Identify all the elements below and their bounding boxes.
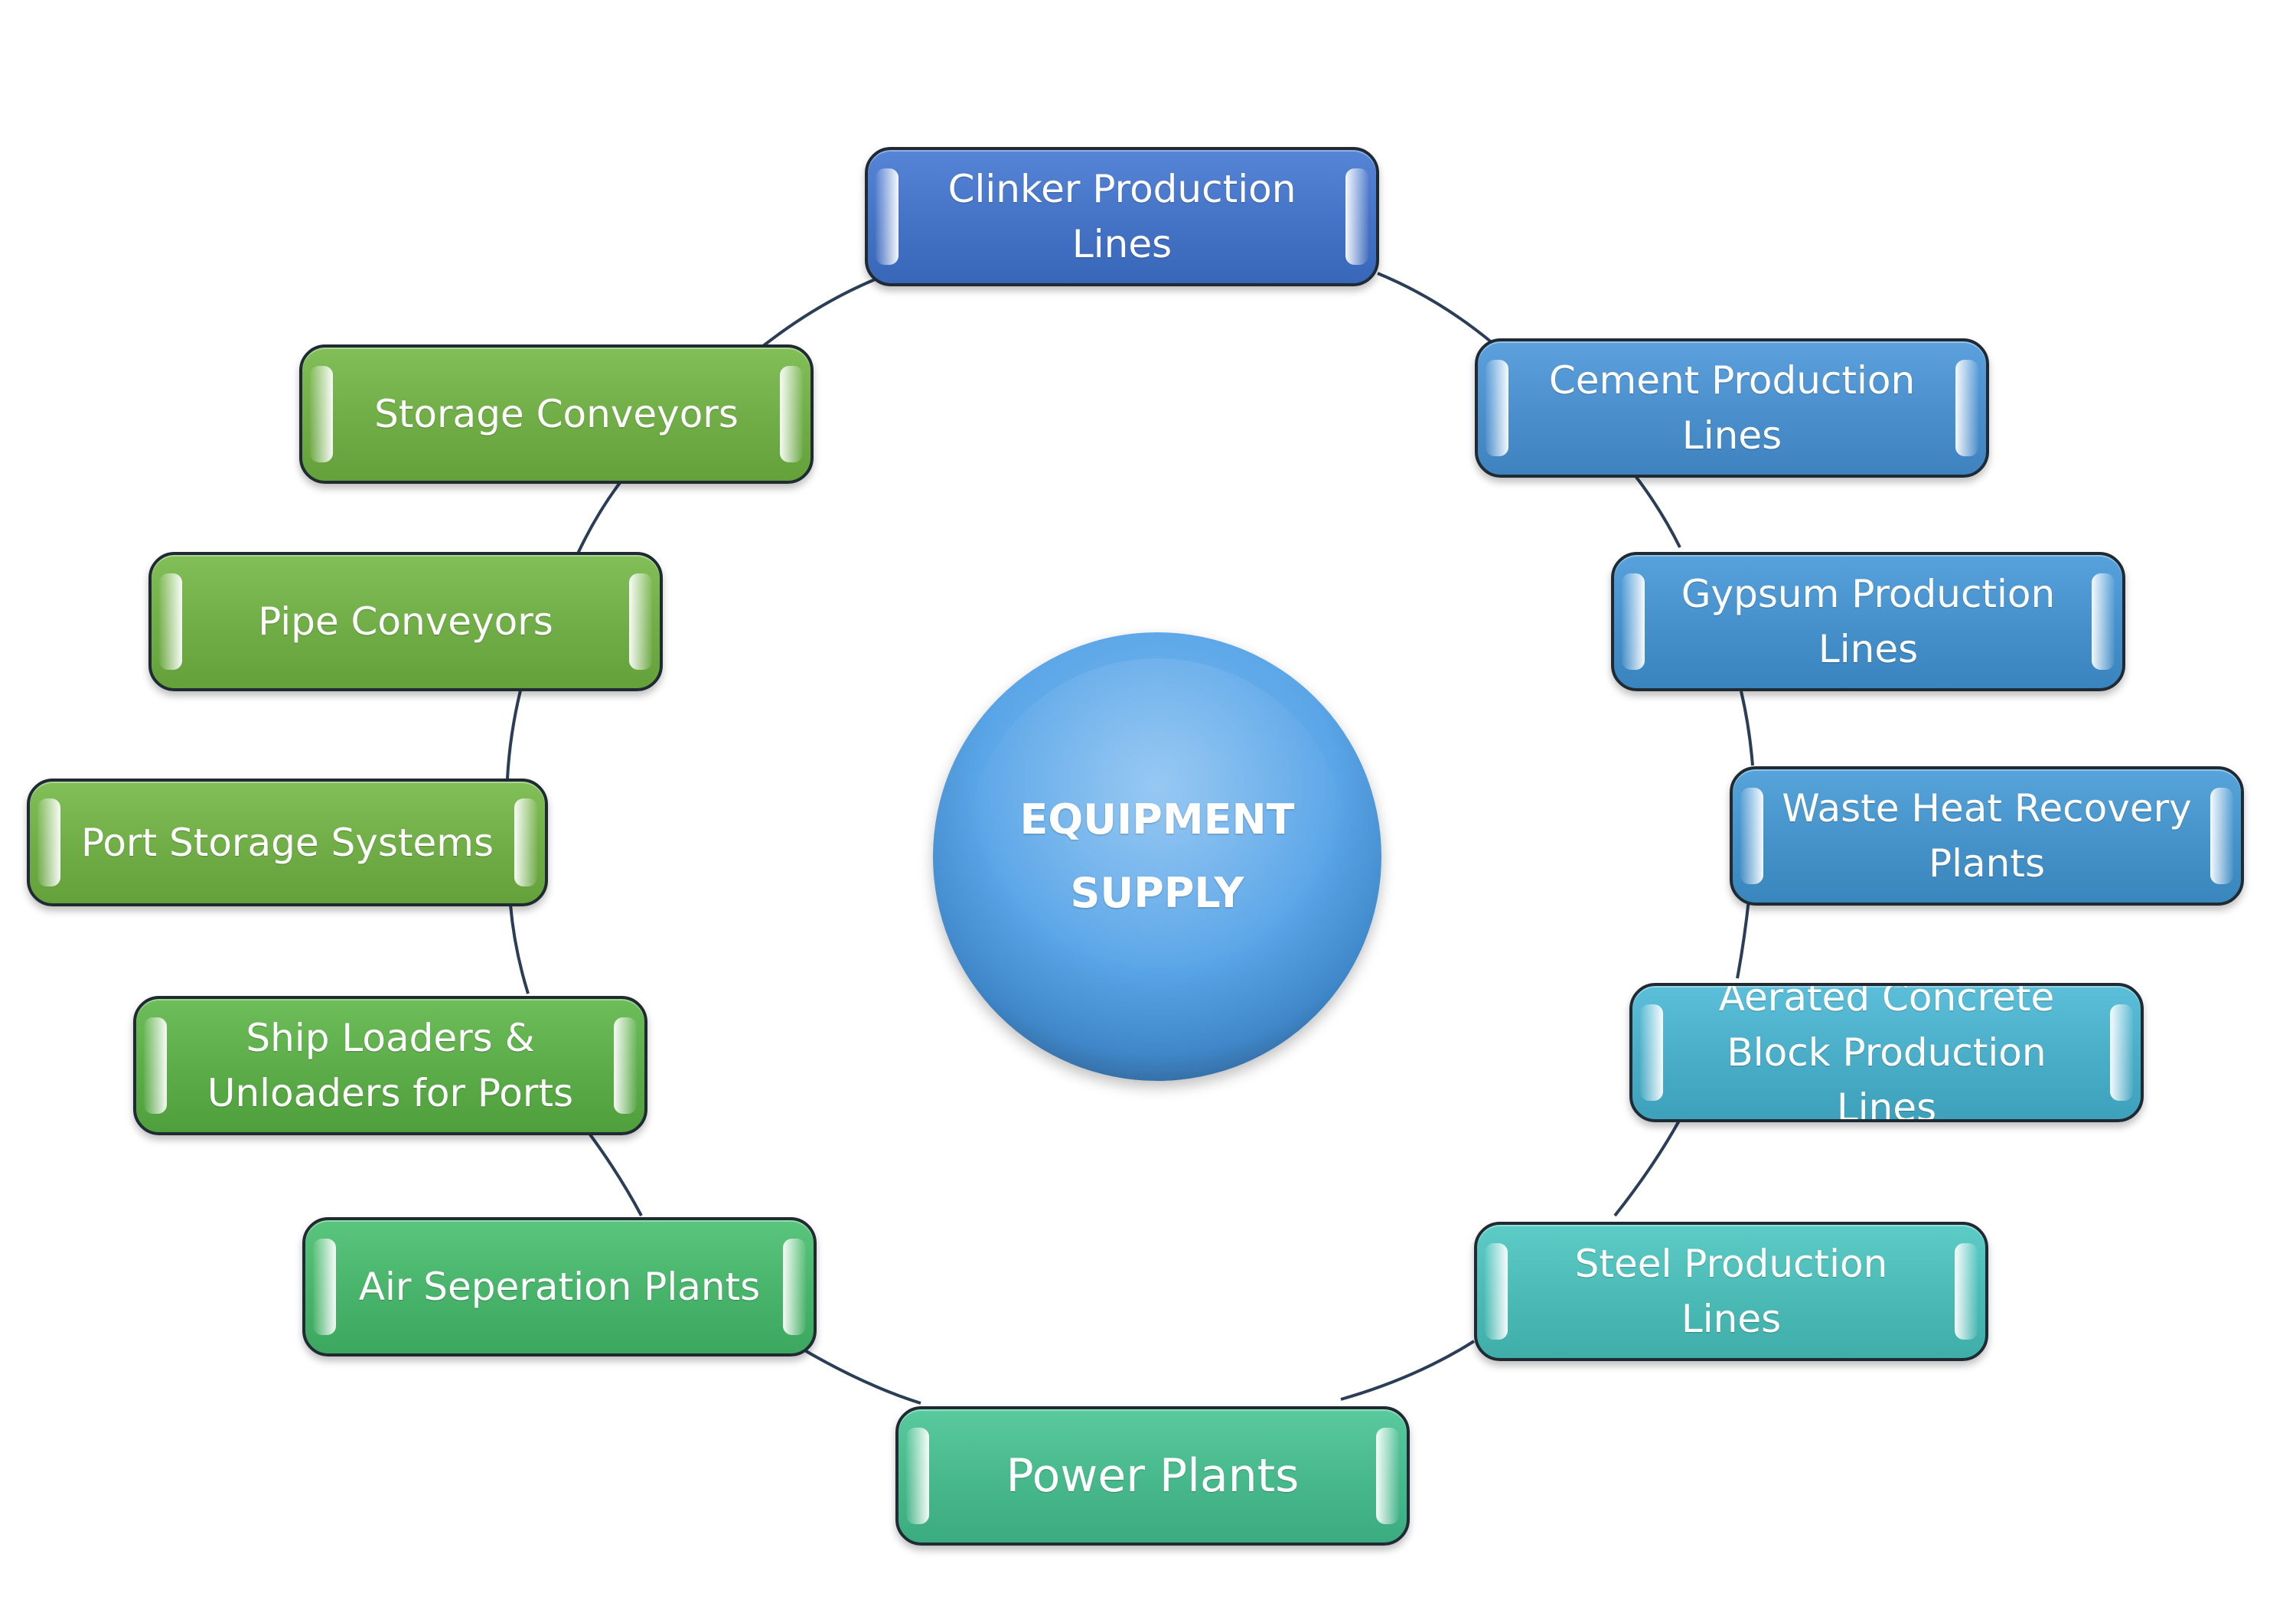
node-air-seperation-plants: Air Seperation Plants [302, 1217, 817, 1356]
node-port-storage-systems: Port Storage Systems [27, 779, 548, 906]
connector-shiploaders-portstorage [509, 904, 530, 994]
connector-wasteheat-aerated [1736, 899, 1750, 979]
center-circle: EQUIPMENT SUPPLY [933, 632, 1381, 1081]
node-ship-loaders-unloaders: Ship Loaders & Unloaders for Ports [133, 996, 647, 1135]
node-label: Steel Production Lines [1574, 1242, 1888, 1341]
node-storage-conveyors: Storage Conveyors [299, 344, 814, 484]
connector-storage-clinker [762, 276, 879, 348]
connector-power-airsep [801, 1347, 921, 1405]
node-steel-production-lines: Steel Production Lines [1474, 1222, 1988, 1361]
node-cement-production-lines: Cement Production Lines [1475, 338, 1989, 478]
node-label: Waste Heat Recovery Plants [1782, 786, 2192, 886]
connector-airsep-shiploaders [584, 1127, 643, 1216]
connector-portstorage-pipe [506, 690, 522, 779]
connector-gypsum-wasteheat [1740, 690, 1754, 766]
node-label: Clinker Production Lines [947, 167, 1296, 266]
node-label: Air Seperation Plants [358, 1265, 761, 1309]
node-label: Aerated Concrete Block Production Lines [1718, 983, 2055, 1122]
connector-pipe-storage [576, 479, 623, 554]
node-waste-heat-recovery-plants: Waste Heat Recovery Plants [1730, 766, 2244, 906]
connector-cement-gypsum [1634, 475, 1681, 548]
node-label: Ship Loaders & Unloaders for Ports [207, 1016, 574, 1115]
node-label: Cement Production Lines [1548, 358, 1916, 458]
node-aerated-concrete-block-production-lines: Aerated Concrete Block Production Lines [1629, 983, 2144, 1122]
node-label: Storage Conveyors [374, 392, 739, 436]
node-power-plants: Power Plants [895, 1406, 1410, 1546]
node-clinker-production-lines: Clinker Production Lines [865, 147, 1379, 286]
connector-clinker-cement [1377, 272, 1494, 344]
node-gypsum-production-lines: Gypsum Production Lines [1611, 552, 2125, 691]
connector-aerated-steel [1613, 1120, 1681, 1217]
connector-steel-power [1340, 1340, 1476, 1401]
node-label: Gypsum Production Lines [1681, 572, 2056, 671]
node-pipe-conveyors: Pipe Conveyors [148, 552, 663, 691]
node-label: Pipe Conveyors [258, 599, 553, 644]
center-title: EQUIPMENT SUPPLY [1019, 795, 1295, 917]
node-label: Port Storage Systems [80, 820, 494, 865]
node-label: Power Plants [1006, 1449, 1300, 1503]
